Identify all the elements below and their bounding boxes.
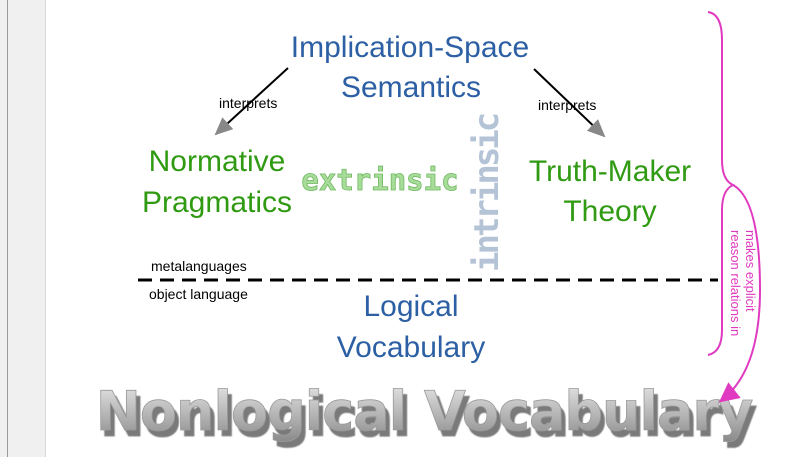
right-arrow-label: interprets xyxy=(538,97,596,113)
base-label: Nonlogical Vocabulary xyxy=(96,380,753,443)
bottom-node-line2: Vocabulary xyxy=(337,331,485,364)
intrinsic-label: intrinsic xyxy=(467,114,507,272)
bottom-node-line1: Logical xyxy=(363,290,458,323)
top-node-line2: Semantics xyxy=(341,71,481,104)
right-node-line2: Theory xyxy=(563,195,656,228)
brace-label-line2: reason relations in xyxy=(728,230,743,336)
right-interprets-arrow xyxy=(533,68,606,138)
object-language-label: object language xyxy=(149,286,248,302)
sidebar-border xyxy=(7,0,8,457)
brace-label-line1: makes explicit xyxy=(743,230,758,312)
left-node-line2: Pragmatics xyxy=(142,186,292,219)
left-node-line1: Normative xyxy=(149,145,286,178)
brace-arrow xyxy=(718,184,762,403)
top-node-line1: Implication-Space xyxy=(291,31,529,64)
right-node-line1: Truth-Maker xyxy=(529,155,691,188)
metalanguages-label: metalanguages xyxy=(151,258,247,274)
left-interprets-arrow xyxy=(214,67,289,136)
extrinsic-label: extrinsic xyxy=(301,163,458,197)
left-arrow-label: interprets xyxy=(219,95,277,111)
